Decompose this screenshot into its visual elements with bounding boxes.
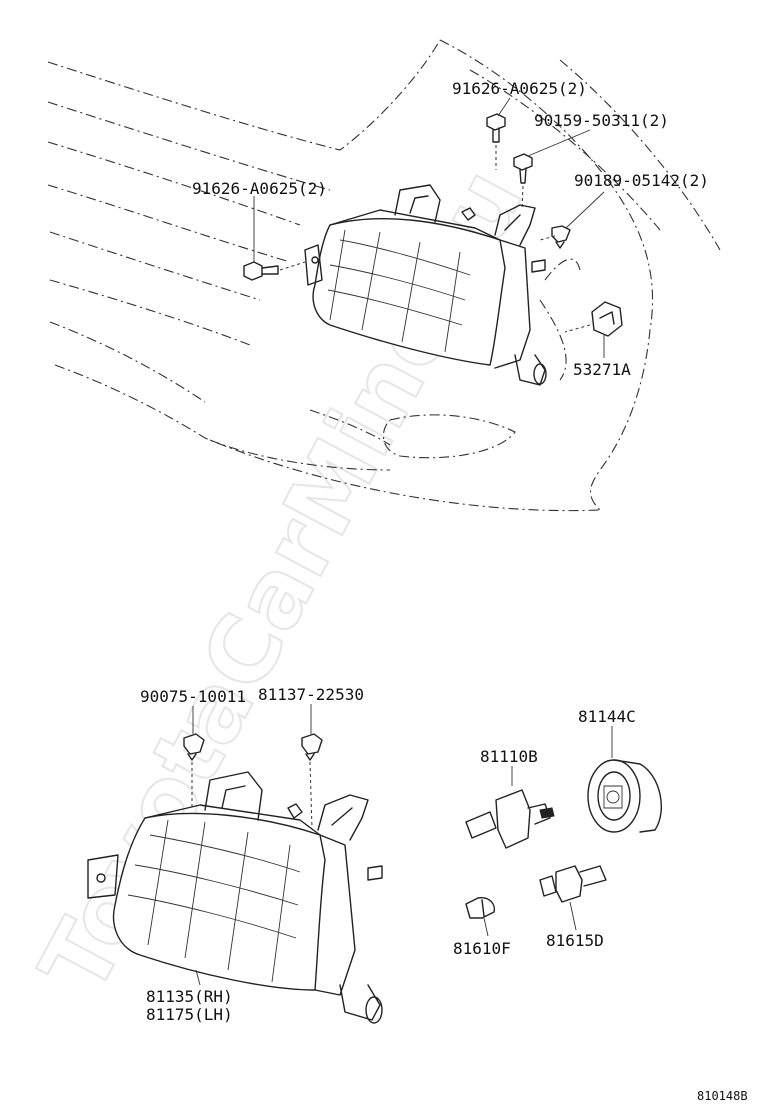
label-bolt-left: 91626-A0625(2) bbox=[192, 179, 327, 198]
label-headlamp-bulb: 81110B bbox=[480, 747, 538, 766]
label-bracket-right: 53271A bbox=[573, 360, 631, 379]
screw-icon bbox=[513, 153, 533, 184]
label-unit-rh: 81135(RH) bbox=[146, 987, 233, 1006]
socket-bulb-icon bbox=[539, 865, 607, 903]
headlamp-bulb-icon bbox=[465, 789, 555, 849]
label-clip-right: 81137-22530 bbox=[258, 685, 364, 704]
label-socket-bulb: 81615D bbox=[546, 931, 604, 950]
label-bulb-holder: 81144C bbox=[578, 707, 636, 726]
label-clip-left: 90075-10011 bbox=[140, 687, 246, 706]
clip-left-icon bbox=[183, 733, 205, 761]
lower-headlamp-unit bbox=[87, 771, 383, 1024]
upper-headlamp-assembly bbox=[304, 184, 547, 386]
vehicle-front-outline bbox=[47, 39, 721, 512]
bolt-left-icon bbox=[243, 261, 279, 281]
figure-code: 810148B bbox=[697, 1089, 748, 1103]
upper-fasteners bbox=[243, 113, 623, 337]
label-bolt-top: 91626-A0625(2) bbox=[452, 79, 587, 98]
label-screw-top: 90159-50311(2) bbox=[534, 111, 669, 130]
label-small-bulb: 81610F bbox=[453, 939, 511, 958]
bulb-holder-icon bbox=[587, 759, 662, 833]
clip-right-icon bbox=[301, 733, 323, 761]
lower-leaders bbox=[192, 704, 613, 986]
mount-bracket-icon bbox=[591, 301, 623, 337]
upper-leaders bbox=[253, 97, 605, 358]
clip-icon bbox=[551, 225, 571, 249]
label-unit-lh: 81175(LH) bbox=[146, 1005, 233, 1024]
small-bulb-icon bbox=[465, 897, 496, 919]
lower-fasteners bbox=[183, 733, 323, 829]
bolt-top-icon bbox=[486, 113, 506, 143]
label-clip-right: 90189-05142(2) bbox=[574, 171, 709, 190]
